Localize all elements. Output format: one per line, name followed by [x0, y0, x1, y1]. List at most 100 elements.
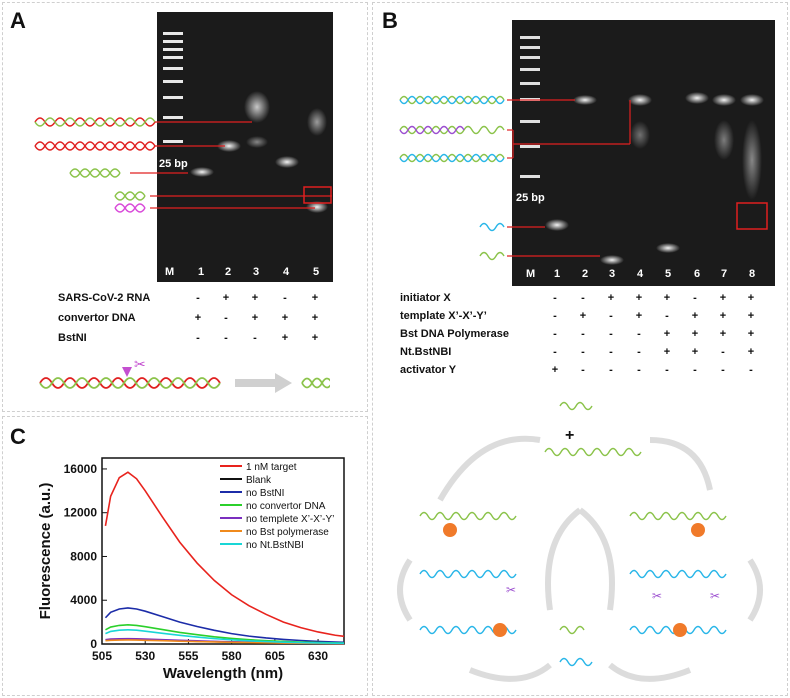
- series-line: [104, 607, 345, 644]
- sign: +: [719, 310, 727, 322]
- cycle-arrow-icon: [608, 662, 692, 682]
- panel-b-row-label: initiator X: [400, 292, 451, 304]
- plus-sign: +: [565, 427, 574, 444]
- panel-a-gel-bands: [163, 32, 332, 213]
- lane-label: 4: [637, 268, 644, 280]
- sign: -: [196, 292, 200, 304]
- legend-label: 1 nM target: [246, 462, 297, 473]
- cycle-arrow-icon: [578, 507, 615, 611]
- sign: +: [635, 292, 643, 304]
- legend-label: no templete X’-X’-Y’: [246, 514, 334, 525]
- lane-label: 2: [225, 266, 232, 278]
- polymerase-icon: [493, 623, 507, 637]
- y-tick-label: 0: [90, 637, 97, 651]
- plot-frame: [101, 457, 345, 645]
- panel-b-row-label: Nt.BstNBI: [400, 346, 452, 358]
- sign: -: [196, 332, 200, 344]
- lane-label: M: [165, 266, 175, 278]
- panel-b-row-label: activator Y: [400, 364, 457, 376]
- sign: +: [251, 292, 259, 304]
- scissors-icon: ✂: [710, 589, 720, 603]
- panel-a-row-label: BstNI: [58, 332, 87, 344]
- panel-b-row-label: Bst DNA Polymerase: [400, 328, 510, 340]
- series-line: [105, 628, 345, 645]
- sign: -: [721, 346, 725, 358]
- arrow-icon: [235, 379, 275, 387]
- x-tick-label: 630: [308, 649, 328, 663]
- sign: -: [637, 346, 641, 358]
- panel-a-row-label: convertor DNA: [58, 312, 136, 324]
- sign: -: [637, 328, 641, 340]
- y-tick-label: 4000: [70, 593, 97, 607]
- cycle-arrow-icon: [468, 662, 552, 682]
- sign: -: [749, 364, 753, 376]
- panel-a-cleavage-schematic: ✂: [39, 356, 330, 393]
- lane-label: 3: [253, 266, 260, 278]
- sign: -: [224, 332, 228, 344]
- sign: -: [637, 364, 641, 376]
- sign: -: [609, 310, 613, 322]
- lane-label: 5: [665, 268, 672, 280]
- sign: -: [693, 364, 697, 376]
- sign: -: [553, 310, 557, 322]
- polymerase-icon: [443, 523, 457, 537]
- cycle-arrow-icon: [747, 558, 763, 622]
- legend-label: no Bst polymerase: [246, 527, 329, 538]
- x-tick-label: 530: [135, 649, 155, 663]
- panel-c: [2, 416, 368, 696]
- panel-b-label: B: [382, 8, 398, 33]
- sign: -: [581, 328, 585, 340]
- x-tick-label: 580: [222, 649, 242, 663]
- x-tick-label: 505: [92, 649, 112, 663]
- sign: +: [311, 292, 319, 304]
- panel-b-dna-schematic: [399, 95, 631, 261]
- sign: -: [581, 364, 585, 376]
- sign: +: [747, 310, 755, 322]
- panel-c-label: C: [10, 424, 26, 449]
- sign: +: [747, 292, 755, 304]
- sign: +: [579, 310, 587, 322]
- legend-label: no convertor DNA: [246, 501, 326, 512]
- sign: +: [747, 346, 755, 358]
- lane-label: 2: [582, 268, 589, 280]
- lane-label: 4: [283, 266, 290, 278]
- lane-label: 3: [609, 268, 616, 280]
- x-axis-label: Wavelength (nm): [163, 665, 283, 682]
- sign: +: [747, 328, 755, 340]
- sign: +: [691, 346, 699, 358]
- sign: -: [553, 346, 557, 358]
- sign: +: [635, 310, 643, 322]
- legend-label: no Nt.BstNBI: [246, 540, 304, 551]
- sign: +: [719, 328, 727, 340]
- sign: -: [609, 328, 613, 340]
- cycle-arrow-icon: [545, 507, 582, 611]
- y-tick-label: 16000: [64, 462, 98, 476]
- sign: -: [665, 310, 669, 322]
- panel-a-gel: 25 bp M 1 2 3 4 5: [157, 12, 333, 282]
- lane-label: 6: [694, 268, 701, 280]
- sign: +: [251, 312, 259, 324]
- scissors-icon: ✂: [652, 589, 662, 603]
- panel-a-label: A: [10, 8, 26, 33]
- legend-label: no BstNI: [246, 488, 284, 499]
- sign: -: [609, 346, 613, 358]
- cycle-arrow-icon: [649, 437, 713, 491]
- panel-a: [2, 2, 368, 412]
- sign: -: [581, 292, 585, 304]
- cycle-arrow-icon: [397, 558, 413, 622]
- lane-label: 1: [554, 268, 561, 280]
- panel-b-gel: 25 bp M 1 2 3 4 5 6 7 8: [512, 20, 775, 286]
- sign: +: [311, 332, 319, 344]
- sign: -: [553, 328, 557, 340]
- scissors-icon: ✂: [134, 356, 146, 372]
- cycle-arrow-icon: [437, 435, 541, 502]
- panel-a-row-label: SARS-CoV-2 RNA: [58, 292, 151, 304]
- sign: +: [281, 312, 289, 324]
- sign: +: [663, 292, 671, 304]
- sign: +: [663, 346, 671, 358]
- legend-label: Blank: [246, 475, 272, 486]
- sign: -: [609, 364, 613, 376]
- sign: +: [691, 310, 699, 322]
- y-tick-label: 12000: [64, 506, 98, 520]
